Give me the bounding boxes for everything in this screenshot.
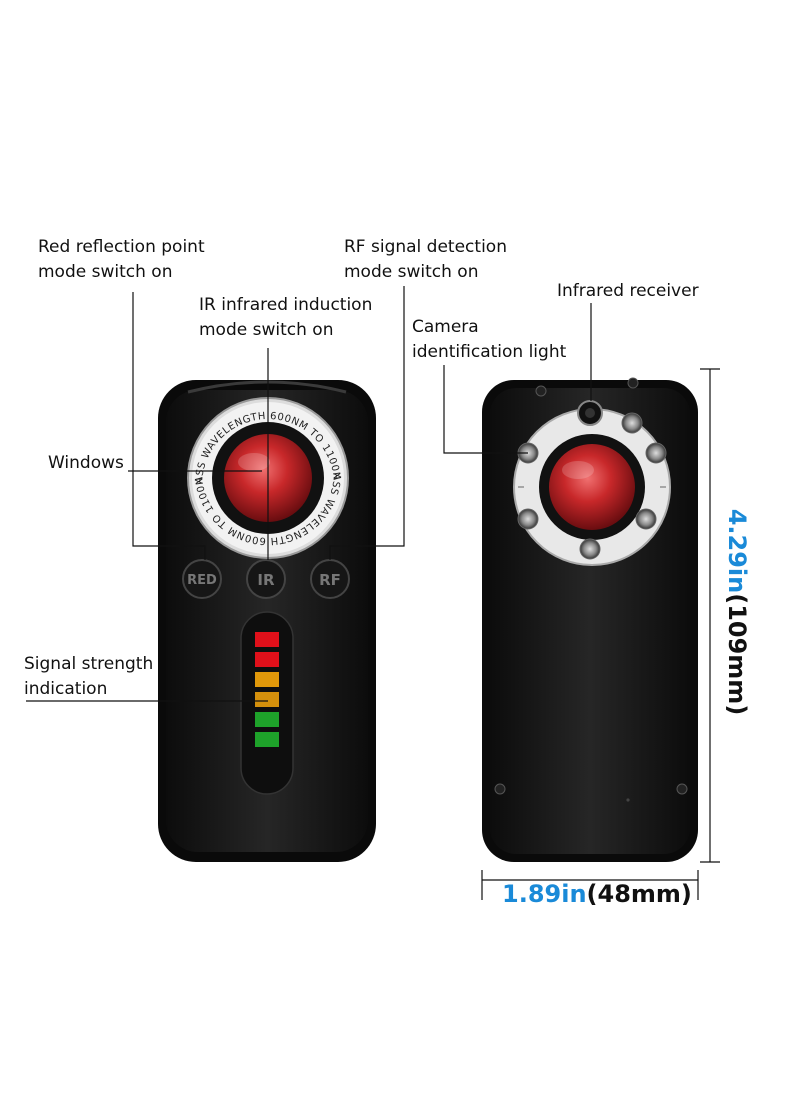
led-icon <box>579 538 601 560</box>
ir-button-label: IR <box>257 571 275 589</box>
ir-mode-button[interactable]: IR <box>246 559 286 599</box>
red-mode-button[interactable]: RED <box>182 559 222 599</box>
height-dimension: 4.29in(109mm) <box>723 509 751 716</box>
ir-mode-label: IR infrared induction mode switch on <box>199 295 373 340</box>
height-metric: (109mm) <box>723 593 751 716</box>
signal-bar <box>255 732 279 747</box>
signal-bar <box>255 692 279 707</box>
screw-icon <box>676 783 688 795</box>
rf-button-label: RF <box>319 571 341 589</box>
signal-bars <box>255 632 279 747</box>
width-dimension: 1.89in(48mm) <box>502 880 692 908</box>
rf-mode-button[interactable]: RF <box>310 559 350 599</box>
signal-bar <box>255 632 279 647</box>
signal-bar <box>255 652 279 667</box>
screw-icon <box>627 377 639 389</box>
callout-lines <box>26 286 720 900</box>
front-device: PASS WAVELENGTH 600NM TO 1100NM PASS WAV… <box>0 0 376 862</box>
rf-mode-label: RF signal detection mode switch on <box>344 237 507 282</box>
led-icon <box>621 412 643 434</box>
infrared-receiver-label: Infrared receiver <box>557 281 699 301</box>
back-lens <box>549 444 635 530</box>
camera-light-label: Camera identification light <box>412 317 567 362</box>
led-icon <box>517 508 539 530</box>
led-icon <box>645 442 667 464</box>
signal-bar <box>255 672 279 687</box>
signal-bar <box>255 712 279 727</box>
screw-icon <box>535 385 547 397</box>
signal-strength-label: Signal strength indication <box>24 654 154 699</box>
width-imperial: 1.89in <box>502 880 587 908</box>
back-device <box>482 377 698 862</box>
screw-icon <box>494 783 506 795</box>
width-metric: (48mm) <box>586 880 692 908</box>
windows-label: Windows <box>48 453 124 473</box>
red-button-label: RED <box>187 573 217 588</box>
led-icon <box>635 508 657 530</box>
red-mode-label: Red reflection point mode switch on <box>38 237 205 282</box>
height-imperial: 4.29in <box>723 508 751 594</box>
